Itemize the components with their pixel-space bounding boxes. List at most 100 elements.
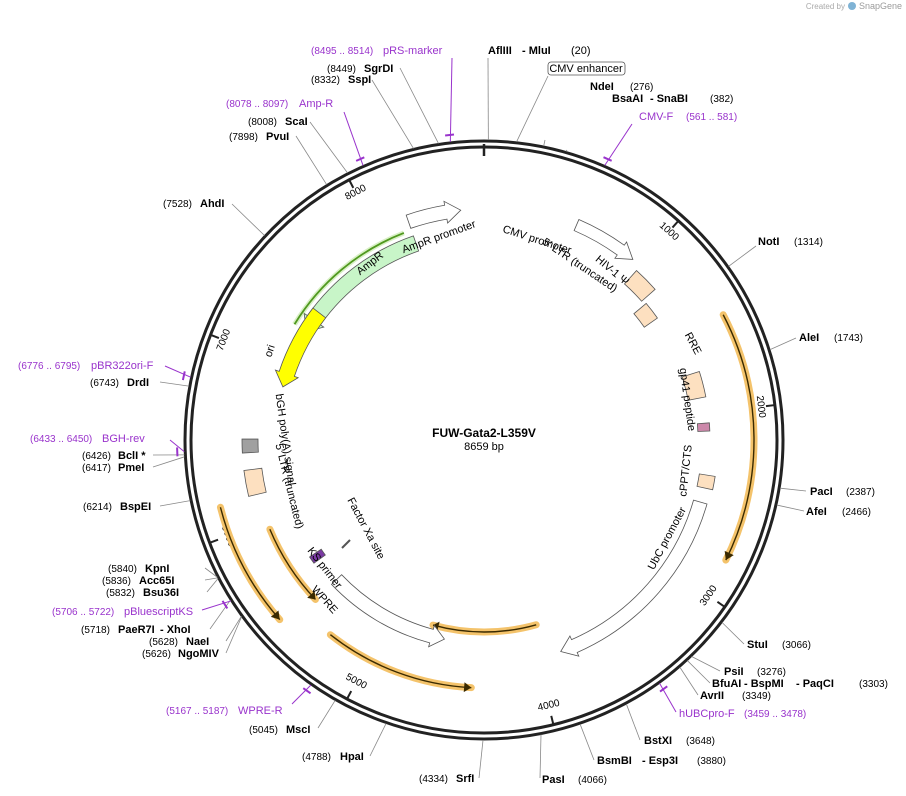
- svg-text:PsiI: PsiI: [724, 666, 744, 678]
- svg-text:(1314): (1314): [794, 237, 823, 248]
- svg-text:(5840): (5840): [108, 564, 137, 575]
- svg-text:(4066): (4066): [578, 775, 607, 786]
- svg-text:PacI: PacI: [810, 486, 833, 498]
- gata2-cds-b-arrowhead: [433, 621, 440, 632]
- site-leader-line: [679, 667, 699, 696]
- svg-text:BfuAI: BfuAI: [712, 678, 741, 690]
- svg-text:- XhoI: - XhoI: [160, 624, 191, 636]
- ks-primer-label: KS primer: [305, 545, 345, 591]
- svg-text:(20): (20): [571, 45, 591, 57]
- tick-mark: [210, 333, 220, 340]
- primer-mark: [603, 156, 613, 162]
- site-label-bsu36I: (5832) Bsu36I: [106, 587, 179, 599]
- svg-text:(5626): (5626): [142, 649, 171, 660]
- svg-text:NgoMIV: NgoMIV: [178, 648, 220, 660]
- ampr-cds-line: [293, 232, 405, 325]
- site-leader-line: [579, 724, 595, 761]
- site-leader-line: [159, 500, 191, 507]
- tick-label: 4000: [537, 698, 562, 714]
- svg-text:NotI: NotI: [758, 236, 779, 248]
- site-leader-line: [204, 567, 218, 578]
- svg-text:(8008): (8008): [248, 117, 277, 128]
- plasmid-name: FUW-Gata2-L359V: [432, 426, 536, 440]
- svg-text:HpaI: HpaI: [340, 751, 364, 763]
- site-leader-line: [295, 135, 327, 185]
- snapgene-credit: Created by SnapGene: [806, 1, 902, 11]
- svg-text:(3349): (3349): [742, 691, 771, 702]
- svg-text:StuI: StuI: [747, 639, 768, 651]
- svg-text:Acc65I: Acc65I: [139, 575, 174, 587]
- svg-text:(8449): (8449): [327, 64, 356, 75]
- gp41-feature: [696, 422, 711, 432]
- svg-text:(1743): (1743): [834, 333, 863, 344]
- tick-mark: [671, 220, 680, 229]
- svg-text:- BspMI: - BspMI: [744, 678, 784, 690]
- plasmid-length: 8659 bp: [464, 441, 504, 453]
- site-leader-line: [721, 622, 745, 645]
- primer-mark: [221, 600, 229, 609]
- primer-leader-line: [291, 684, 312, 705]
- primer-leader-line: [604, 123, 633, 166]
- site-label-bfuAI-bspMI-paqCI: BfuAI - BspMI - PaqCI (3303): [712, 678, 888, 690]
- tick-mark: [716, 600, 726, 608]
- wpre-arrow: [330, 574, 446, 648]
- credit-brand: SnapGene: [858, 1, 902, 11]
- primer-label-cmv-f: CMV-F (561 .. 581): [639, 111, 737, 123]
- site-label-acc65I: (5836) Acc65I: [102, 575, 174, 587]
- rre-feature: [681, 370, 707, 401]
- svg-text:(7898): (7898): [229, 132, 258, 143]
- svg-text:Amp-R: Amp-R: [299, 98, 333, 110]
- site-leader-line: [691, 656, 721, 672]
- site-label-srfI: (4334) SrfI: [419, 773, 474, 785]
- site-label-avrII: AvrII (3349): [700, 690, 771, 702]
- svg-text:(6743): (6743): [90, 378, 119, 389]
- site-leader-line: [371, 79, 414, 149]
- svg-text:(5045): (5045): [249, 725, 278, 736]
- site-label-ahdI: (7528) AhdI: [163, 198, 224, 210]
- rre-label: RRE: [682, 331, 704, 357]
- site-leader-line: [565, 149, 568, 152]
- site-label-bspEI: (6214) BspEI: [83, 501, 151, 513]
- svg-text:(276): (276): [630, 82, 653, 93]
- primer-leader-line: [164, 365, 191, 378]
- site-label-naeI: (5628) NaeI: [149, 636, 209, 648]
- site-label-pmeI: (6417) PmeI: [82, 462, 144, 474]
- svg-text:AleI: AleI: [799, 332, 819, 344]
- svg-text:AhdI: AhdI: [200, 198, 224, 210]
- ori-label: ori: [263, 343, 278, 358]
- primer-mark: [181, 371, 186, 381]
- site-label-bclI: (6426) BclI *: [82, 450, 146, 462]
- snapgene-logo-icon: [847, 2, 856, 10]
- site-leader-line: [769, 337, 797, 350]
- gata2-cds-c-arrowhead: [463, 682, 472, 693]
- tick-mark: [348, 179, 355, 189]
- site-label-drdI: (6743) DrdI: [90, 377, 149, 389]
- ampr-cds-highlight: [292, 230, 405, 326]
- site-label-bstXI: BstXI (3648): [644, 735, 715, 747]
- backbone-inner: [189, 145, 779, 735]
- site-leader-line: [478, 739, 484, 779]
- cppt-feature: [696, 473, 716, 491]
- primer-leader-line: [449, 57, 453, 142]
- svg-text:(8332): (8332): [311, 75, 340, 86]
- primer-label-hubcpro-f: hUBCpro-F (3459 .. 3478): [679, 708, 806, 720]
- svg-text:WPRE-R: WPRE-R: [238, 705, 283, 717]
- site-label-ndeI: NdeI (276): [590, 81, 653, 93]
- site-leader-line: [317, 700, 336, 729]
- site-label-pasI: PasI (4066): [542, 774, 607, 786]
- site-label-aflIII-mluI: AflIII - MluI (20): [488, 45, 591, 57]
- primer-leader-line: [201, 600, 231, 611]
- svg-text:BsaAI: BsaAI: [612, 93, 643, 105]
- svg-text:(3276): (3276): [757, 667, 786, 678]
- site-leader-line: [728, 245, 757, 267]
- svg-text:AfeI: AfeI: [806, 506, 827, 518]
- site-label-paeR7I-xhoI: (5718) PaeR7I - XhoI: [81, 624, 191, 636]
- site-label-sgrDI: (8449) SgrDI: [327, 63, 393, 75]
- backbone-outer: [183, 139, 785, 741]
- ori-arrow: [274, 307, 327, 388]
- ks-primer-feature: [309, 548, 326, 564]
- site-label-scaI: (8008) ScaI: [248, 116, 308, 128]
- svg-text:(5628): (5628): [149, 637, 178, 648]
- gata2-cds-d-arrowhead: [270, 610, 280, 620]
- cmv-promoter-arrow: [573, 219, 634, 260]
